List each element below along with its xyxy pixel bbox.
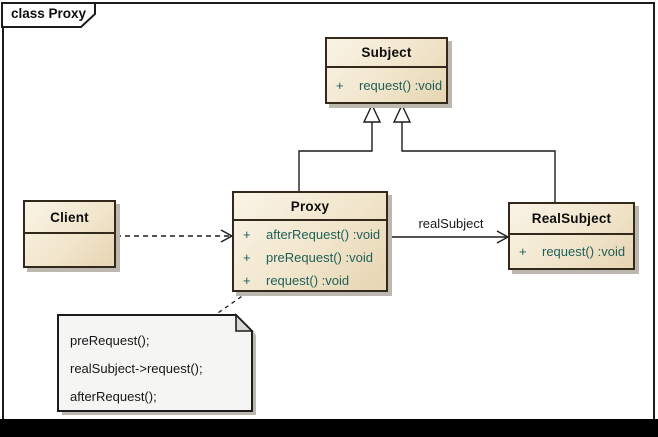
- note-line: preRequest();: [70, 333, 150, 348]
- frame-tab-label: class Proxy: [11, 6, 87, 21]
- bottom-black-bar: [0, 419, 658, 437]
- method-row: + preRequest() :void: [234, 246, 386, 269]
- method-visibility: +: [519, 244, 527, 259]
- class-name-realsubject: RealSubject: [510, 204, 633, 235]
- method-visibility: +: [243, 250, 251, 265]
- class-methods-realsubject: + request() :void: [510, 235, 633, 263]
- note-shape: [57, 314, 253, 412]
- method-signature: request() :void: [542, 244, 626, 259]
- note-line: realSubject->request();: [70, 361, 203, 376]
- method-visibility: +: [336, 78, 344, 93]
- generalization-realsubject-subject-line: [401, 122, 556, 202]
- frame-tab-shape: [1, 2, 96, 28]
- class-name-client: Client: [25, 202, 114, 234]
- class-name-proxy: Proxy: [234, 193, 386, 221]
- method-row: + request() :void: [234, 269, 386, 292]
- method-signature: afterRequest() :void: [266, 227, 381, 242]
- method-row: + request() :void: [327, 74, 446, 97]
- class-name-subject: Subject: [327, 39, 446, 68]
- method-signature: request() :void: [359, 78, 443, 93]
- method-visibility: +: [243, 273, 251, 288]
- note-fold-icon: [235, 313, 254, 332]
- generalization-realsubject-subject-triangle-icon: [392, 103, 412, 123]
- class-box-client: Client: [23, 200, 116, 268]
- association-role-label: realSubject: [418, 216, 484, 231]
- class-box-proxy: Proxy + afterRequest() :void + preReques…: [232, 191, 388, 292]
- class-box-subject: Subject + request() :void: [325, 37, 448, 104]
- generalization-proxy-subject-line: [298, 122, 373, 191]
- method-signature: request() :void: [266, 273, 350, 288]
- class-methods-proxy: + afterRequest() :void + preRequest() :v…: [234, 221, 386, 292]
- class-methods-subject: + request() :void: [327, 68, 446, 97]
- note-text: preRequest(); realSubject->request(); af…: [70, 327, 245, 411]
- note-anchor-line: [214, 291, 249, 316]
- method-row: + afterRequest() :void: [234, 223, 386, 246]
- generalization-proxy-subject-triangle-icon: [362, 103, 382, 123]
- method-visibility: +: [243, 227, 251, 242]
- class-box-realsubject: RealSubject + request() :void: [508, 202, 635, 270]
- note-line: afterRequest();: [70, 389, 157, 404]
- method-row: + request() :void: [510, 240, 633, 263]
- method-signature: preRequest() :void: [266, 250, 373, 265]
